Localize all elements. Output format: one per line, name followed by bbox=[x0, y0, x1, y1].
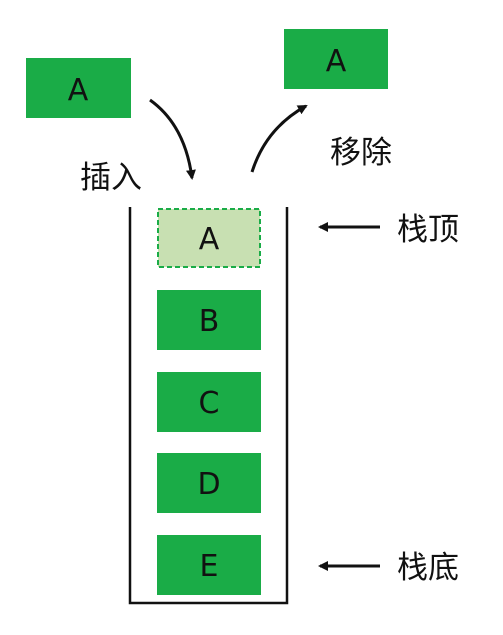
stack-item-a: A bbox=[157, 208, 261, 268]
stack-item-label: D bbox=[197, 467, 220, 502]
removed-item-label: A bbox=[326, 44, 347, 79]
removed-item: A bbox=[284, 29, 388, 89]
stack-container bbox=[128, 207, 289, 605]
stack-item-label: C bbox=[199, 386, 220, 421]
insert-arrow bbox=[149, 98, 196, 180]
incoming-item-label: A bbox=[68, 73, 89, 108]
stack-item-e: E bbox=[157, 535, 261, 595]
stack-bottom-label: 栈底 bbox=[397, 550, 459, 586]
stack-item-c: C bbox=[157, 372, 261, 432]
stack-top-label: 栈顶 bbox=[397, 212, 459, 248]
stack-item-label: B bbox=[199, 304, 220, 339]
stack-item-label: E bbox=[200, 549, 219, 584]
stack-item-d: D bbox=[157, 453, 261, 513]
remove-arrow bbox=[250, 104, 308, 173]
stack-item-b: B bbox=[157, 290, 261, 350]
incoming-item: A bbox=[26, 58, 131, 118]
remove-label: 移除 bbox=[330, 135, 392, 171]
insert-label: 插入 bbox=[80, 160, 142, 196]
stack-item-label: A bbox=[199, 222, 220, 257]
